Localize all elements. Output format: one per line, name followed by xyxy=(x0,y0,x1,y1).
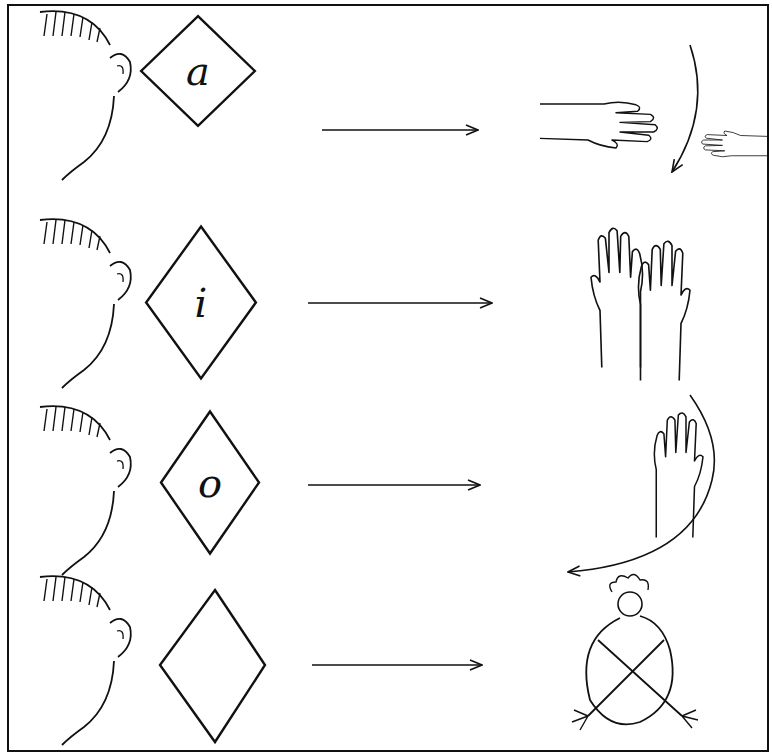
head-profile xyxy=(40,406,131,575)
arrow xyxy=(308,302,492,304)
arrow xyxy=(308,484,480,486)
motion-arrow xyxy=(568,395,714,572)
motion-arrow xyxy=(672,45,698,172)
frame xyxy=(8,5,768,751)
letter-diamond: o xyxy=(160,410,260,555)
figure-hands xyxy=(572,710,698,730)
hand-sign-o xyxy=(568,395,714,572)
hugging-figure xyxy=(572,574,698,730)
hand xyxy=(638,241,690,380)
hand-sign-a xyxy=(540,45,768,172)
hand-sign-i xyxy=(591,228,690,380)
empty-diamond xyxy=(160,590,265,742)
head-profile xyxy=(40,11,131,180)
hand xyxy=(591,228,643,367)
flower-hat xyxy=(610,574,649,592)
figure-body xyxy=(586,616,672,724)
letter-diamond: i xyxy=(145,225,257,380)
figure-head xyxy=(618,592,642,616)
arrow xyxy=(322,129,478,131)
vowel-letter: a xyxy=(140,15,256,127)
hand xyxy=(654,413,703,538)
hand xyxy=(702,131,768,157)
crossed-arms xyxy=(588,640,682,716)
vowel-letter: i xyxy=(145,225,257,380)
hand xyxy=(540,102,657,148)
arrow xyxy=(312,664,482,666)
head-profile xyxy=(40,219,131,388)
head-profile xyxy=(40,576,131,745)
letter-diamond: a xyxy=(140,15,256,127)
vowel-letter: o xyxy=(160,410,260,555)
